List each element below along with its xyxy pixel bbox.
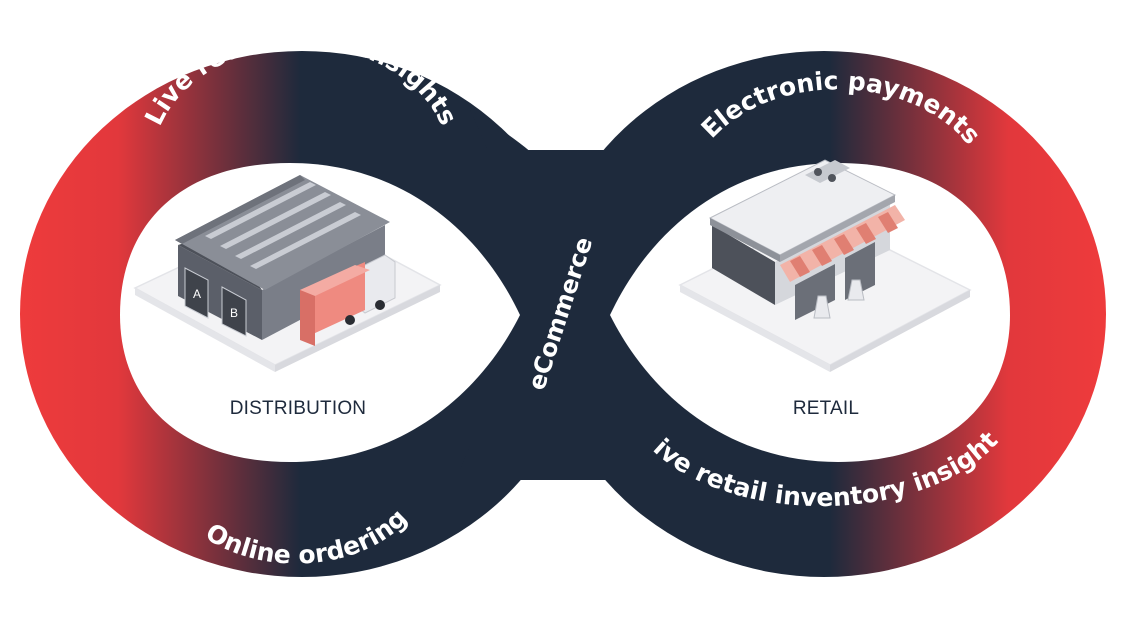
warehouse-illustration: A B	[133, 175, 442, 372]
truck-wheel	[345, 315, 355, 325]
distribution-label: DISTRIBUTION	[230, 398, 366, 419]
warehouse-platform-edge	[135, 288, 275, 372]
door-a	[184, 267, 209, 319]
sign-right	[847, 279, 865, 301]
store-roof-rim	[710, 218, 780, 262]
truck-container-top	[300, 265, 370, 296]
warehouse-platform-edge-right	[275, 285, 440, 372]
store-illustration	[678, 159, 972, 372]
store-roof-rim-side	[780, 195, 895, 262]
door-a-letter: A	[193, 287, 201, 301]
truck-container-front	[300, 290, 315, 346]
door-b	[221, 286, 247, 337]
truck-wheel	[375, 300, 385, 310]
sign-left	[813, 295, 831, 319]
store-platform-edge-right	[830, 290, 970, 372]
awning-stripes	[790, 212, 898, 277]
truck-container-side	[300, 262, 365, 340]
door-b-letter: B	[230, 306, 238, 320]
warehouse-roof-shade	[175, 175, 305, 244]
retail-label: RETAIL	[793, 398, 859, 419]
store-front-wall	[712, 225, 775, 305]
store-window	[795, 264, 835, 320]
roof-vents	[805, 160, 850, 183]
roof-skylights	[205, 182, 361, 269]
store-platform-edge	[680, 285, 830, 372]
